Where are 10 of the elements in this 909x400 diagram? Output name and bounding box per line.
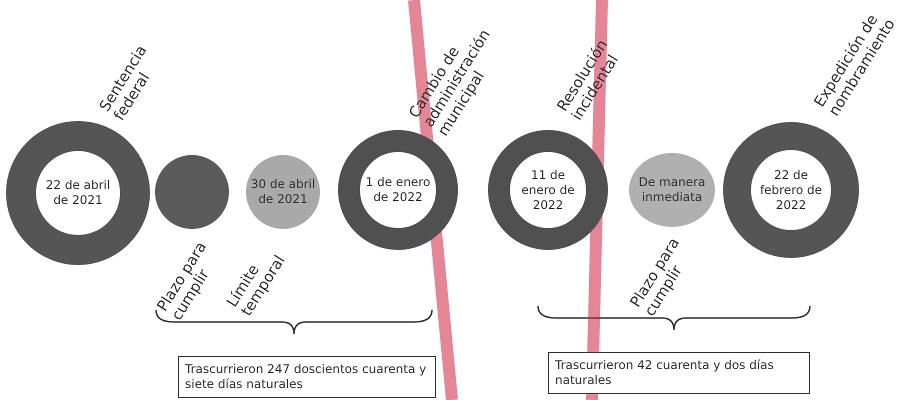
date-text: 22 de febrero de 2022 — [758, 168, 824, 212]
date-text: 30 de abril de 2021 — [250, 177, 316, 207]
note-text: Trascurrieron 42 cuarenta y dos días naturales — [555, 358, 775, 388]
date-text: De manera inmediata — [638, 175, 706, 205]
note-box — [178, 356, 436, 398]
note-box — [548, 352, 810, 394]
note-text: Trascurrieron 247 doscientos cuarenta y siete días naturales — [185, 362, 428, 392]
date-text: 11 de enero de 2022 — [520, 168, 576, 212]
date-text: 22 de abril de 2021 — [44, 178, 112, 208]
date-text: 1 de enero de 2022 — [364, 175, 432, 205]
